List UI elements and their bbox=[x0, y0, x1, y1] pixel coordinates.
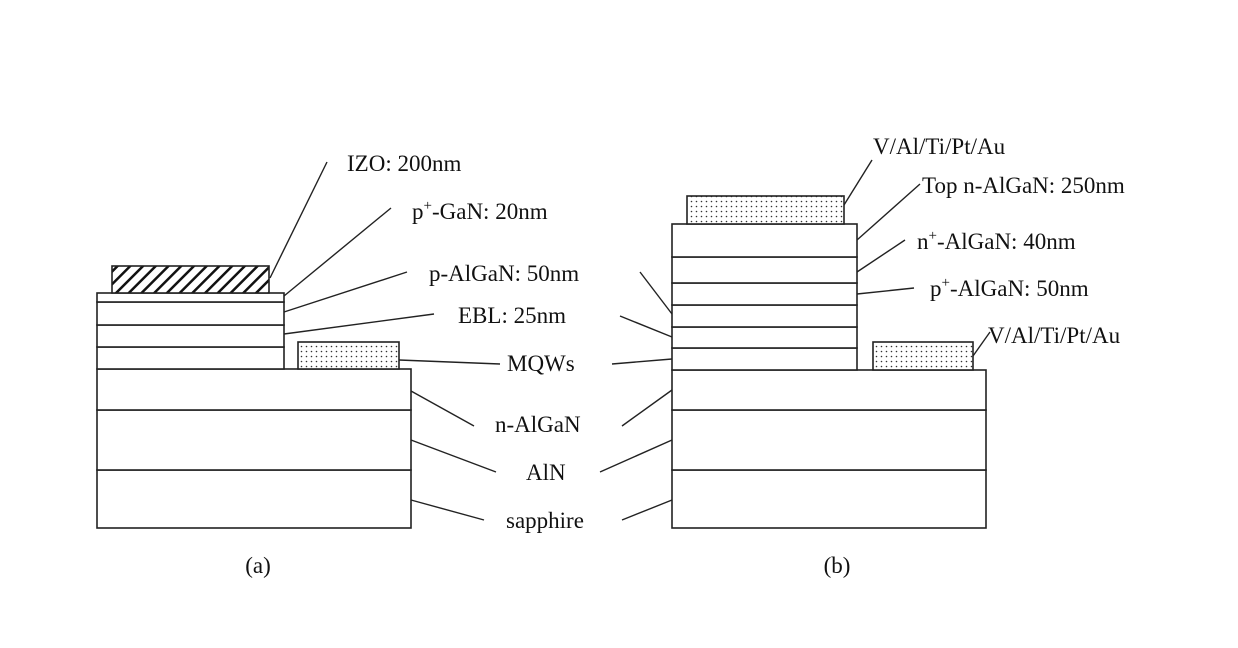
aln-layer-b bbox=[671, 409, 987, 471]
caption-b: (b) bbox=[824, 553, 851, 578]
n-plus-algan-layer-b bbox=[671, 256, 858, 284]
caption-a: (a) bbox=[245, 553, 271, 578]
n-algan-layer-b bbox=[671, 369, 987, 411]
p-gan-layer-a bbox=[96, 292, 285, 303]
izo-layer-a bbox=[111, 265, 270, 294]
label-side-contact: V/Al/Ti/Pt/Au bbox=[988, 323, 1121, 348]
sapphire-layer-a bbox=[96, 469, 412, 529]
structure-b bbox=[671, 195, 987, 529]
label-p-plus-algan: p+-AlGaN: 50nm bbox=[930, 275, 1089, 301]
label-p-gan: p+-GaN: 20nm bbox=[412, 198, 548, 224]
top-contact-b bbox=[686, 195, 845, 225]
structure-a bbox=[96, 265, 412, 529]
sapphire-layer-b bbox=[671, 469, 987, 529]
label-p-algan: p-AlGaN: 50nm bbox=[429, 261, 579, 286]
label-mqws: MQWs bbox=[507, 351, 575, 376]
p-plus-algan-layer-b bbox=[671, 282, 858, 306]
leader-lines-b bbox=[599, 159, 991, 521]
aln-layer-a bbox=[96, 409, 412, 471]
label-n-algan: n-AlGaN bbox=[495, 412, 581, 437]
label-aln: AlN bbox=[526, 460, 566, 485]
label-n-plus-algan: n+-AlGaN: 40nm bbox=[917, 228, 1076, 254]
label-ebl: EBL: 25nm bbox=[458, 303, 566, 328]
mqws-layer-a bbox=[96, 346, 285, 370]
mqws-layer-b bbox=[671, 347, 858, 371]
p-algan-layer-a bbox=[96, 301, 285, 326]
label-sapphire: sapphire bbox=[506, 508, 584, 533]
p-algan-layer-b bbox=[671, 304, 858, 328]
ebl-layer-b bbox=[671, 326, 858, 349]
label-top-contact: V/Al/Ti/Pt/Au bbox=[873, 134, 1006, 159]
leader-lines-a bbox=[269, 161, 501, 521]
ebl-layer-a bbox=[96, 324, 285, 348]
label-top-n-algan: Top n-AlGaN: 250nm bbox=[922, 173, 1125, 198]
top-n-algan-layer-b bbox=[671, 223, 858, 258]
layer-labels: IZO: 200nm p+-GaN: 20nm p-AlGaN: 50nm EB… bbox=[347, 134, 1125, 533]
n-contact-a bbox=[297, 341, 400, 370]
n-algan-layer-a bbox=[96, 368, 412, 411]
side-contact-b bbox=[872, 341, 974, 371]
label-izo: IZO: 200nm bbox=[347, 151, 461, 176]
